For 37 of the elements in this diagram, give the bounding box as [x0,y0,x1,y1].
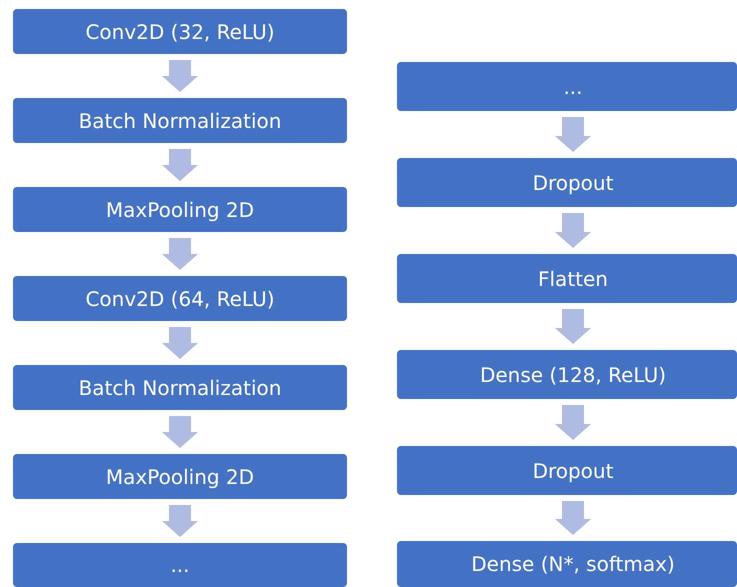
layer-box [13,9,347,54]
block-arrow [555,117,591,152]
layer-label: Batch Normalization [78,376,282,400]
layer-label: Conv2D (64, ReLU) [85,286,275,310]
layer-box [13,365,347,410]
layer-label: Dense (N*, softmax) [471,552,675,576]
block-arrow [162,327,198,359]
layer-box [397,254,737,303]
layer-box [397,158,737,207]
layer-box [397,62,737,111]
layer-box [397,446,737,495]
layer-label: MaxPooling 2D [106,198,254,222]
layer-box [13,187,347,232]
layer-box [397,541,737,587]
block-arrow [162,60,198,92]
layer-label: Batch Normalization [78,108,282,132]
layer-label: Flatten [538,266,608,290]
block-arrow [555,405,591,440]
block-arrow [555,213,591,248]
layer-box [397,350,737,399]
layer-box [13,543,347,587]
layer-box [13,276,347,321]
layer-box [13,454,347,499]
layer-label: Dense (128, ReLU) [480,362,666,386]
layer-label: MaxPooling 2D [106,464,254,488]
layer-label: Dropout [532,458,614,482]
layer-box [13,98,347,143]
block-arrow [162,505,198,537]
block-arrow [555,309,591,344]
block-arrow [162,238,198,270]
layer-label: Dropout [532,170,614,194]
layer-label: ... [563,74,583,98]
block-arrow [162,416,198,448]
block-arrow [555,501,591,535]
layer-label: Conv2D (32, ReLU) [85,20,275,44]
block-arrow [162,149,198,181]
layer-label: ... [170,553,190,577]
